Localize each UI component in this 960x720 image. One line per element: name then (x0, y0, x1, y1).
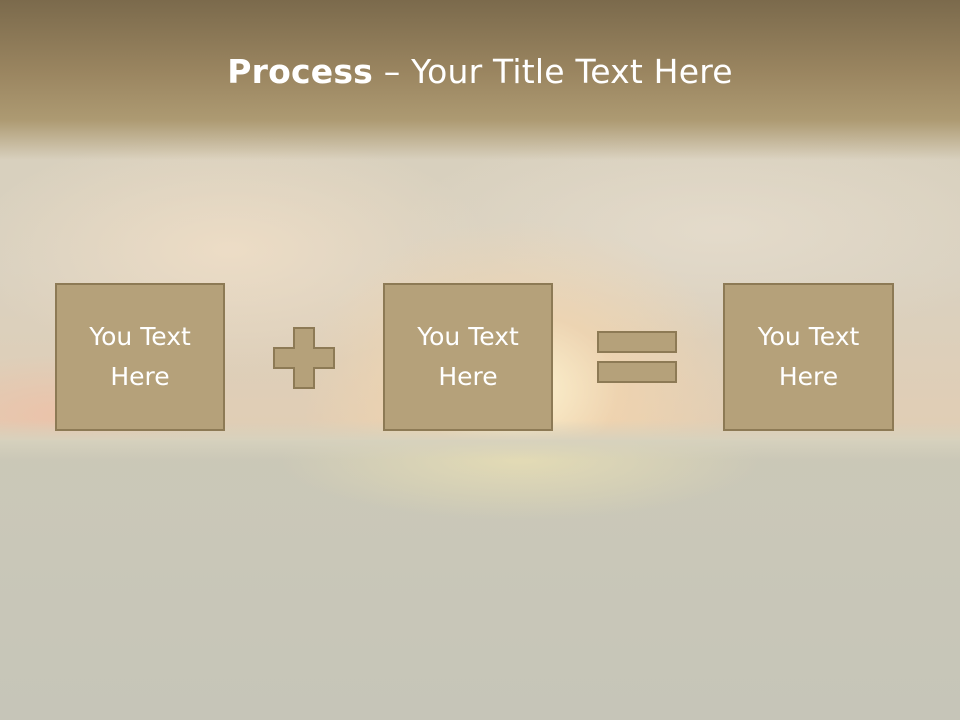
process-box-3[interactable]: You Text Here (723, 283, 894, 431)
slide-title[interactable]: Process – Your Title Text Here (0, 52, 960, 91)
box-3-line-2: Here (778, 362, 839, 391)
title-bold: Process (227, 52, 374, 91)
process-box-2[interactable]: You Text Here (383, 283, 553, 431)
box-2-line-2: Here (438, 362, 498, 391)
plus-icon (273, 327, 335, 389)
equals-icon (597, 331, 677, 383)
title-rest: – Your Title Text Here (373, 52, 733, 91)
box-1-line-2: Here (110, 362, 170, 391)
box-1-line-1: You Text (89, 322, 191, 351)
background-ground (0, 440, 960, 720)
box-2-line-1: You Text (417, 322, 519, 351)
title-band (0, 0, 960, 160)
process-box-1[interactable]: You Text Here (55, 283, 225, 431)
box-3-line-1: You Text (757, 322, 860, 351)
